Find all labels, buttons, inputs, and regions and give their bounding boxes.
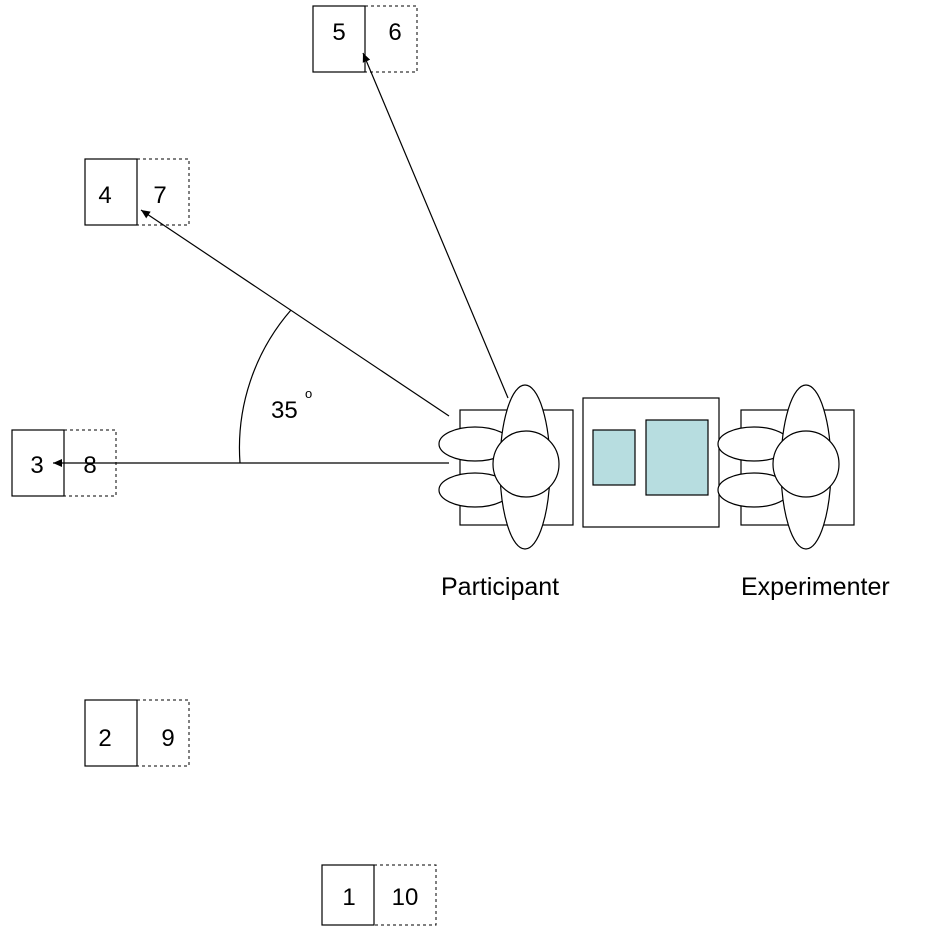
angle-label: 35	[271, 397, 298, 424]
display-screen-small	[592, 429, 636, 486]
target-number-3: 3	[30, 452, 43, 479]
target-box-solid	[84, 699, 138, 767]
experimenter-figure	[717, 384, 855, 550]
target-box-solid	[84, 158, 138, 226]
target-box-solid	[321, 864, 375, 926]
experimenter-label: Experimenter	[741, 573, 890, 601]
target-number-2: 2	[98, 725, 111, 752]
target-number-8: 8	[83, 452, 96, 479]
display-screen-large	[645, 419, 709, 496]
target-box-solid	[312, 5, 366, 73]
participant-head	[492, 430, 560, 498]
target-box-dashed	[136, 699, 190, 767]
target-box-dashed	[373, 864, 437, 926]
target-number-9: 9	[161, 725, 174, 752]
target-1-10: 1 10	[321, 864, 437, 926]
target-number-10: 10	[392, 884, 419, 911]
target-2-9: 2 9	[84, 699, 190, 767]
experimenter-head	[772, 430, 840, 498]
target-number-7: 7	[153, 182, 166, 209]
participant-label: Participant	[441, 573, 559, 601]
target-4-7: 4 7	[84, 158, 190, 226]
pointing-line-to-4	[140, 209, 450, 417]
angle-arc	[238, 309, 292, 464]
target-box-dashed	[364, 5, 418, 73]
target-number-5: 5	[332, 19, 345, 46]
pointing-line-to-5	[362, 52, 509, 399]
target-5-6: 5 6	[312, 5, 418, 73]
target-number-1: 1	[342, 884, 355, 911]
target-number-4: 4	[98, 182, 111, 209]
participant-figure	[438, 384, 574, 550]
target-number-6: 6	[388, 19, 401, 46]
angle-degree-symbol: o	[305, 386, 312, 401]
